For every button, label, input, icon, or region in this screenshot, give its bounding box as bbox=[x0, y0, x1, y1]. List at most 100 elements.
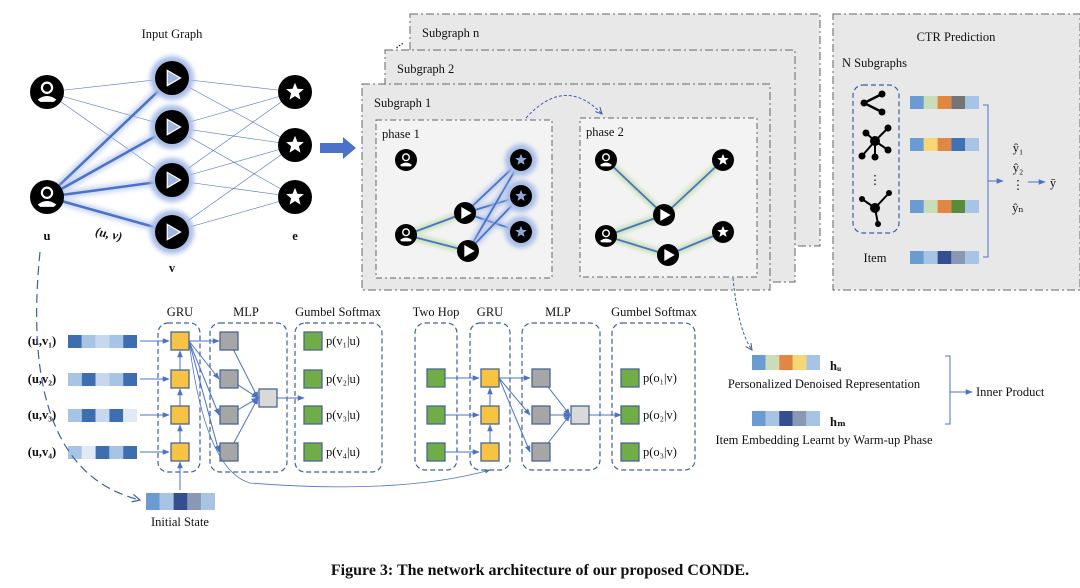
embedding-cell bbox=[109, 335, 124, 348]
subgraph-edge bbox=[467, 159, 522, 252]
gru-mlp-arrow bbox=[188, 340, 220, 416]
star bbox=[515, 189, 527, 201]
star bbox=[515, 153, 527, 165]
embedding-cell bbox=[923, 138, 938, 151]
probability-label: p(v₁|u) bbox=[326, 334, 360, 348]
embedding-cell bbox=[910, 200, 924, 213]
gumbel-softmax-label: Gumbel Softmax bbox=[295, 305, 382, 319]
softmax2-output bbox=[620, 368, 640, 388]
user-head bbox=[601, 229, 611, 238]
user-head bbox=[401, 153, 411, 162]
gru2-mlp-arrow bbox=[498, 377, 531, 453]
entity-star-icon bbox=[712, 149, 734, 171]
embedding-cell bbox=[937, 96, 952, 109]
softmax2-output bbox=[620, 442, 640, 462]
embedding-cell bbox=[81, 335, 96, 348]
mlp-unit bbox=[219, 442, 239, 462]
input-pair-label: (u,v₃) bbox=[28, 408, 56, 422]
entity-label: e bbox=[292, 229, 298, 243]
item-entity-edge bbox=[171, 77, 296, 146]
edge-label: (u, v) bbox=[94, 224, 123, 243]
embedding-cell bbox=[910, 96, 924, 109]
gumbel-softmax2-label: Gumbel Softmax bbox=[611, 305, 698, 319]
user-icon bbox=[395, 149, 417, 171]
embedding-cell bbox=[109, 373, 124, 386]
inner-product-bracket bbox=[945, 355, 951, 425]
embedding-cell bbox=[68, 446, 82, 459]
play-triangle bbox=[166, 118, 182, 136]
flow-arrow-icon bbox=[320, 137, 356, 159]
item-play-icon bbox=[454, 202, 476, 224]
shape-edge bbox=[861, 140, 876, 157]
embedding-cell bbox=[923, 251, 938, 264]
star bbox=[717, 153, 729, 165]
highlighted-user-item-edge bbox=[46, 77, 173, 198]
embedding-cell bbox=[159, 493, 174, 510]
gru-cell bbox=[170, 442, 190, 462]
two-hop-node bbox=[426, 368, 446, 388]
item-play-icon bbox=[150, 158, 194, 202]
embedding-cell bbox=[765, 355, 780, 370]
phase-transition-arrow bbox=[525, 95, 602, 119]
embedding-cell bbox=[123, 446, 137, 459]
embedding-cell bbox=[937, 200, 952, 213]
embedding-cell bbox=[123, 409, 137, 422]
embedding-cell bbox=[68, 373, 82, 386]
embedding-cell bbox=[792, 411, 807, 426]
embedding-cell bbox=[910, 138, 924, 151]
star bbox=[286, 135, 304, 153]
embedding-cell bbox=[201, 493, 215, 510]
subgraph-edge bbox=[663, 159, 724, 216]
prediction-label: ŷₙ bbox=[1012, 201, 1024, 215]
embedding-cell bbox=[68, 409, 82, 422]
highlighted-user-item-edge bbox=[46, 125, 173, 199]
input-pair-label: (u,v₁) bbox=[28, 334, 56, 348]
input-pair-label: (u,v₄) bbox=[28, 445, 56, 459]
gru-box bbox=[157, 322, 201, 473]
user-head bbox=[401, 228, 411, 237]
gru2-mlp-arrow bbox=[498, 377, 531, 416]
star bbox=[286, 187, 304, 205]
embedding-cell bbox=[752, 355, 766, 370]
gru-mlp-arrow bbox=[188, 340, 221, 453]
embedding-cell bbox=[965, 200, 979, 213]
embedding-cell bbox=[792, 355, 807, 370]
star bbox=[515, 225, 527, 237]
user-body bbox=[37, 95, 57, 102]
item-play-icon bbox=[150, 56, 194, 100]
input-graph-title: Input Graph bbox=[142, 27, 203, 41]
probability2-label: p(o₁|v) bbox=[643, 371, 677, 385]
entity-star-icon bbox=[278, 128, 312, 162]
star bbox=[286, 82, 304, 100]
gru2-box bbox=[469, 322, 511, 471]
hm-label: hₘ bbox=[830, 415, 846, 429]
play-triangle bbox=[664, 249, 675, 261]
gru-label: GRU bbox=[167, 305, 193, 319]
more-subgraphs-ellipsis: ... bbox=[390, 34, 406, 51]
subgraph-label: Subgraph 1 bbox=[374, 96, 431, 110]
two-hop-node bbox=[426, 442, 446, 462]
initial-state-label: Initial State bbox=[151, 515, 209, 529]
shape-edge bbox=[863, 92, 883, 105]
gumbel-softmax-box bbox=[294, 322, 383, 473]
embedding-cell bbox=[765, 411, 780, 426]
embedding-cell bbox=[951, 138, 966, 151]
shape-edge bbox=[874, 207, 879, 225]
embedding-cell bbox=[806, 411, 820, 426]
gru2-label: GRU bbox=[477, 305, 503, 319]
play-triangle bbox=[464, 245, 475, 257]
user-icon bbox=[30, 180, 64, 214]
prediction-label: ŷ₂ bbox=[1013, 161, 1024, 175]
item-entity-edge bbox=[171, 126, 296, 198]
user-icon bbox=[595, 149, 617, 171]
play-triangle bbox=[166, 171, 182, 189]
item-play-icon bbox=[150, 105, 194, 149]
embedding-cell bbox=[923, 96, 938, 109]
ctr-vdots: ⋮ bbox=[869, 173, 882, 187]
gru2-cell bbox=[480, 442, 500, 462]
user-icon bbox=[30, 75, 64, 109]
entity-star-icon bbox=[278, 75, 312, 109]
gru-mlp-arrow bbox=[188, 340, 220, 380]
user-body bbox=[599, 162, 613, 167]
shape-edge bbox=[865, 132, 876, 142]
